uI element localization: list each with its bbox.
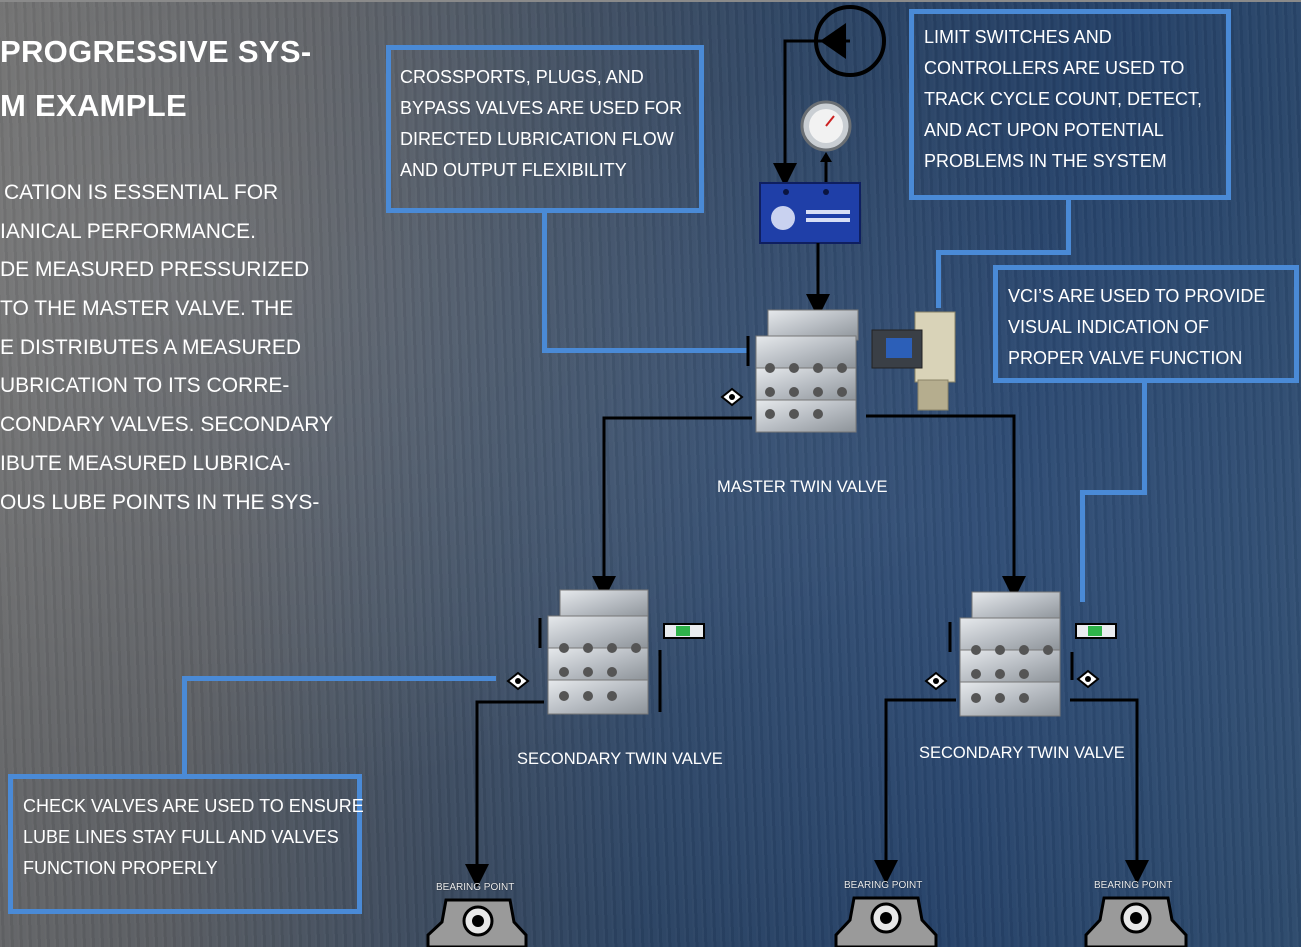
distribution-line-left [592,416,752,600]
callout-line: PROPER VALVE FUNCTION [1008,348,1243,368]
check-valve-callout: CHECK VALVES ARE USED TO ENSURE LUBE LIN… [8,774,364,914]
secondary-twin-valve-right [948,591,1074,717]
intro-line: DE MEASURED PRESSURIZED [0,258,310,282]
intro-line: CATION IS ESSENTIAL FOR [4,181,279,204]
pressure-gauge-icon [800,100,852,182]
master-valve-label: MASTER TWIN VALVE [717,478,888,496]
callout-line: AND OUTPUT FLEXIBILITY [400,160,627,180]
bearing-point-icon [1084,896,1188,947]
bearing-point-icon [426,898,528,947]
bearing-point-icon [834,896,938,947]
crossports-connector [542,208,547,353]
callout-line: CHECK VALVES ARE USED TO ENSURE [23,796,364,816]
callout-line: PROBLEMS IN THE SYSTEM [924,151,1167,171]
vci-connector [1080,490,1085,602]
limit-switch-icon [871,311,956,411]
vci-connector [1080,490,1147,495]
title-line-2: M EXAMPLE [0,88,187,123]
intro-line: E DISTRIBUTES A MEASURED [0,335,302,359]
supply-line [773,39,850,187]
intro-line: UBRICATION TO ITS CORRE- [0,374,290,398]
intro-paragraph: CATION IS ESSENTIAL FOR IANICAL PERFORMA… [0,174,333,522]
distribution-line-right [866,414,1026,600]
bearing-line [465,700,544,888]
callout-line: AND ACT UPON POTENTIAL [924,120,1164,140]
callout-line: FUNCTION PROPERLY [23,858,218,878]
intro-line: CONDARY VALVES. SECONDARY [0,413,333,437]
callout-line: VCI’S ARE USED TO PROVIDE [1008,286,1266,306]
vci-indicator-icon [663,623,705,639]
manifold-block [759,182,861,244]
secondary-valve-label-left: SECONDARY TWIN VALVE [517,750,723,768]
vci-connector [1142,378,1147,495]
secondary-valve-label-right: SECONDARY TWIN VALVE [919,744,1125,762]
intro-line: IBUTE MEASURED LUBRICA- [0,451,291,475]
check-valve-connector [182,676,496,681]
callout-line: CONTROLLERS ARE USED TO [924,58,1185,78]
bearing-line [1070,698,1149,884]
limit-switch-connector [1066,195,1071,253]
callout-line: DIRECTED LUBRICATION FLOW [400,129,674,149]
check-valve-icon [720,387,744,407]
callout-line: VISUAL INDICATION OF [1008,317,1210,337]
bearing-point-label: BEARING POINT [1094,880,1173,891]
callout-line: LIMIT SWITCHES AND [924,27,1112,47]
crossports-callout: CROSSPORTS, PLUGS, AND BYPASS VALVES ARE… [386,45,704,213]
vci-callout: VCI’S ARE USED TO PROVIDE VISUAL INDICAT… [993,265,1299,383]
callout-line: LUBE LINES STAY FULL AND VALVES [23,827,339,847]
callout-line: BYPASS VALVES ARE USED FOR [400,98,683,118]
limit-switch-callout: LIMIT SWITCHES AND CONTROLLERS ARE USED … [909,9,1231,200]
check-valve-connector [182,676,187,778]
check-valve-icon [506,671,530,691]
check-valve-icon [1076,669,1100,689]
check-valve-icon [924,671,948,691]
limit-switch-connector [936,250,1071,255]
bearing-line [874,698,956,884]
intro-line: TO THE MASTER VALVE. THE [0,297,294,321]
bearing-point-label: BEARING POINT [844,880,923,891]
bearing-point-label: BEARING POINT [436,882,515,893]
intro-line: IANICAL PERFORMANCE. [0,219,256,243]
callout-line: TRACK CYCLE COUNT, DETECT, [924,89,1203,109]
limit-switch-connector [936,250,941,308]
title-line-1: PROGRESSIVE SYS- [0,34,312,69]
master-twin-valve [746,309,859,433]
secondary-twin-valve-left [538,589,662,715]
top-rule [0,0,1301,2]
crossports-connector [542,348,747,353]
vci-indicator-icon [1075,623,1117,639]
intro-line: OUS LUBE POINTS IN THE SYS- [0,490,320,514]
callout-line: CROSSPORTS, PLUGS, AND [400,67,644,87]
